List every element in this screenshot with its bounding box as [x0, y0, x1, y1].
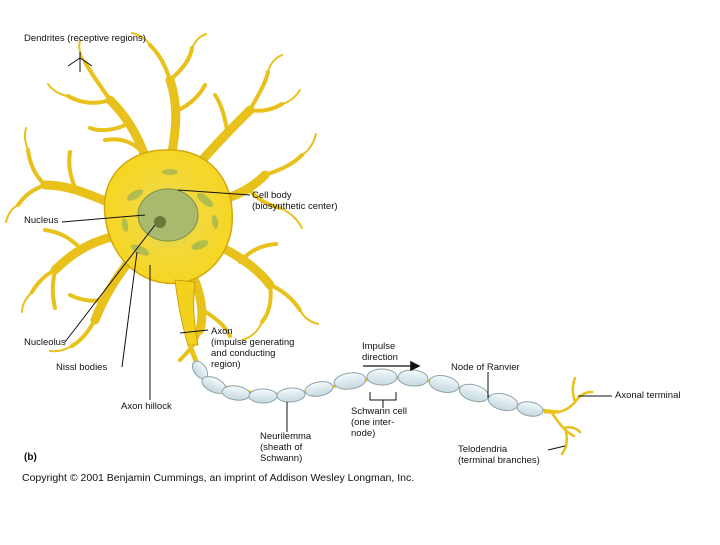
- label-schwann-line2: (one inter-: [351, 417, 395, 428]
- label-node-of-ranvier: Node of Ranvier: [451, 362, 520, 373]
- label-nucleus: Nucleus: [24, 215, 59, 226]
- label-impulse-line2: direction: [362, 352, 398, 363]
- label-cell-body-line2: (biosynthetic center): [252, 201, 338, 212]
- telodendria: [543, 376, 594, 456]
- label-schwann-cell: Schwann cell (one inter- node): [351, 406, 407, 439]
- label-telodendria-line1: Telodendria: [458, 444, 508, 455]
- label-impulse-line1: Impulse: [362, 341, 396, 352]
- panel-letter: (b): [24, 452, 37, 463]
- nissl-bodies: [121, 169, 219, 256]
- label-axon-line3: and conducting: [211, 348, 276, 359]
- label-neurilemma-line1: Neurilemma: [260, 431, 312, 442]
- label-axon-line4: region): [211, 359, 241, 370]
- label-telodendria-line2: (terminal branches): [458, 455, 540, 466]
- label-axon-line2: (impulse generating: [211, 337, 295, 348]
- label-neurilemma-line3: Schwann): [260, 453, 303, 464]
- cell-body: [103, 149, 234, 285]
- myelin-sheath: [191, 360, 544, 417]
- label-telodendria: Telodendria (terminal branches): [458, 444, 540, 466]
- leader-lines: [61, 52, 612, 451]
- label-axon-line1: Axon: [211, 326, 233, 337]
- label-neurilemma: Neurilemma (sheath of Schwann): [260, 431, 311, 464]
- label-dendrites: Dendrites (receptive regions): [24, 33, 146, 44]
- label-schwann-line3: node): [351, 428, 376, 439]
- label-axon-hillock: Axon hillock: [121, 401, 172, 412]
- label-cell-body-line1: Cell body: [252, 190, 292, 201]
- label-schwann-line1: Schwann cell: [351, 406, 407, 417]
- label-axonal-terminal: Axonal terminal: [615, 390, 681, 401]
- copyright-notice: Copyright © 2001 Benjamin Cummings, an i…: [22, 472, 415, 484]
- nucleolus: [154, 216, 166, 228]
- label-nissl-bodies: Nissl bodies: [56, 362, 108, 373]
- label-axon: Axon (impulse generating and conducting …: [211, 326, 294, 370]
- label-nucleolus: Nucleolus: [24, 337, 66, 348]
- nucleus: [137, 188, 199, 242]
- label-impulse-direction: Impulse direction: [362, 341, 398, 363]
- label-neurilemma-line2: (sheath of: [260, 442, 303, 453]
- label-cell-body: Cell body (biosynthetic center): [252, 190, 338, 212]
